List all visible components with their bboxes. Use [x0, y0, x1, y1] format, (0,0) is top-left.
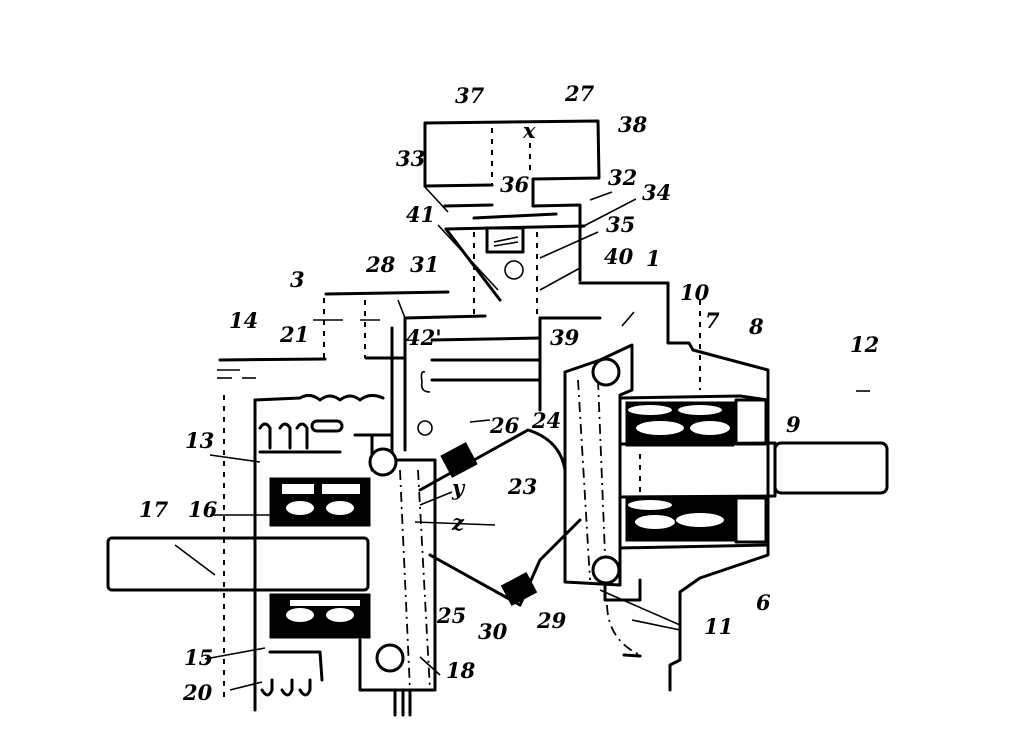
- label-18: 18: [446, 658, 476, 683]
- label-14: 14: [229, 308, 258, 333]
- label-12: 12: [850, 332, 879, 357]
- label-8: 8: [748, 314, 764, 339]
- label-1: 1: [646, 246, 661, 271]
- label-27: 27: [564, 81, 595, 106]
- label-9: 9: [786, 412, 801, 437]
- inclined-element: [418, 419, 582, 607]
- label-20: 20: [182, 680, 213, 705]
- spring-pocket: [485, 226, 525, 254]
- label-31: 31: [410, 252, 439, 277]
- leader-lines: [174, 185, 681, 691]
- label-38: 38: [618, 112, 648, 137]
- reference-labels: 37 27 38 33 36 32 34 41 35 40 1 3 28 31 …: [139, 81, 879, 705]
- label-34: 34: [642, 180, 671, 205]
- top-block: [423, 119, 770, 402]
- left-housing: [217, 290, 450, 712]
- label-36: 36: [500, 172, 530, 197]
- label-30: 30: [478, 619, 508, 644]
- label-37: 37: [455, 83, 485, 108]
- label-21: 21: [279, 322, 309, 347]
- label-23: 23: [507, 474, 537, 499]
- right-shaft: [618, 441, 889, 499]
- label-13: 13: [185, 428, 214, 453]
- left-disk: [260, 433, 437, 717]
- label-11: 11: [704, 614, 733, 639]
- label-z: z: [451, 510, 465, 535]
- label-42: 42': [406, 325, 442, 350]
- label-28: 28: [365, 252, 396, 277]
- label-y: y: [451, 475, 466, 500]
- label-33: 33: [396, 146, 425, 171]
- label-24: 24: [531, 408, 561, 433]
- label-x: x: [522, 118, 536, 143]
- center-plate: [390, 299, 602, 452]
- label-35: 35: [606, 212, 635, 237]
- label-25: 25: [436, 603, 466, 628]
- label-41: 41: [406, 202, 435, 227]
- label-39: 39: [550, 325, 580, 350]
- label-40: 40: [604, 244, 634, 269]
- label-16: 16: [188, 497, 218, 522]
- label-26: 26: [489, 413, 520, 438]
- label-7: 7: [705, 308, 720, 333]
- left-shaft: [106, 536, 370, 592]
- label-6: 6: [756, 590, 771, 615]
- left-bearing: [269, 477, 371, 639]
- label-15: 15: [184, 645, 213, 670]
- label-3: 3: [290, 267, 305, 292]
- label-10: 10: [680, 280, 710, 305]
- label-17: 17: [139, 497, 169, 522]
- right-housing: [618, 300, 770, 692]
- label-29: 29: [536, 608, 567, 633]
- label-32: 32: [608, 165, 637, 190]
